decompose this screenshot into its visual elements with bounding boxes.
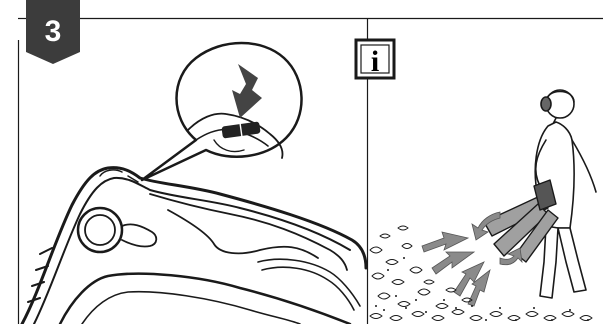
- blower-handle-illustration: [22, 168, 366, 324]
- step-number: 3: [45, 15, 62, 48]
- info-icon: i: [371, 45, 379, 78]
- step-number-badge: 3: [26, 0, 80, 64]
- info-badge: i: [356, 40, 394, 78]
- leaf-pile: [370, 226, 592, 321]
- magnifier-callout: [142, 43, 302, 180]
